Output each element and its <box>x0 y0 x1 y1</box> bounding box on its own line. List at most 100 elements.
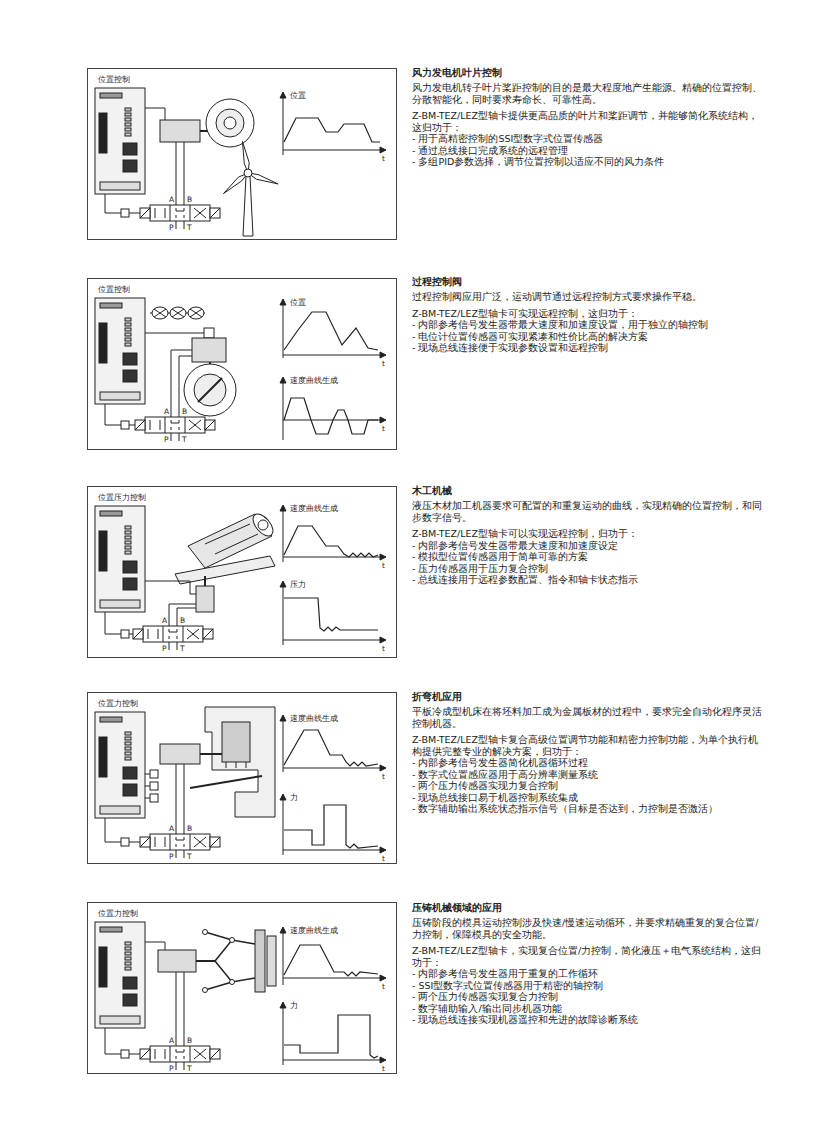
chart-axis <box>283 640 385 641</box>
pipe <box>176 1062 177 1070</box>
bullet-item: - 压力传感器用于压力复合控制 <box>412 563 762 575</box>
connector-box <box>121 209 129 217</box>
valve-divider <box>170 834 171 850</box>
card-led <box>125 338 131 341</box>
card-led <box>125 531 131 534</box>
cylinder <box>160 744 200 764</box>
port-label: T <box>181 435 188 444</box>
bullet-item: - 两个压力传感器实现力复合控制 <box>412 780 762 792</box>
pipe <box>184 142 185 205</box>
sensor-box <box>150 770 158 778</box>
valve-divider <box>183 626 184 642</box>
card-stripe <box>99 113 107 153</box>
valve-body <box>150 1046 210 1062</box>
bullet-item: - 内部参考信号发生器简化机器循环过程 <box>412 757 762 769</box>
card-led <box>125 551 131 554</box>
panel-box: 位置力控制 <box>87 692 397 864</box>
card-led <box>125 536 131 539</box>
axis-arrow <box>280 927 286 933</box>
port-label: A <box>168 195 175 204</box>
chart-curve <box>284 118 380 142</box>
body-text: 液压木材加工机器要求可配置的和重复运动的曲线，实现精确的位置控制，和同步数字信号… <box>412 500 762 523</box>
valve-arrow <box>194 208 206 218</box>
chart-axis-label: 速度曲线生成 <box>289 714 339 723</box>
pipe <box>171 433 172 441</box>
card-led <box>125 747 131 750</box>
solenoid <box>210 837 220 847</box>
valve-path <box>169 636 170 639</box>
piston-rod <box>204 576 206 586</box>
chart-curve <box>284 805 378 848</box>
port-label: B <box>186 195 193 204</box>
valve-divider <box>190 834 191 850</box>
bullet-item: - 内部参考信号发生器带最大速度和加速度设置，用于独立的轴控制 <box>412 319 762 331</box>
card-plug <box>123 143 137 155</box>
body-text: 风力发电机转子叶片桨距控制的目的是最大程度地产生能源。精确的位置控制、分散智能化… <box>412 82 762 105</box>
bullet-item: - 两个压力传感器实现复合力控制 <box>412 991 762 1003</box>
valve-arrow <box>148 629 149 639</box>
card-plug <box>123 561 137 573</box>
bullet-item: - 内部参考信号发生器用于重复的工作循环 <box>412 968 762 980</box>
axis-arrow <box>280 92 286 98</box>
axis-card <box>95 922 145 1028</box>
bullet-item: - 内部参考信号发生器带最大速度和加速度设定 <box>412 540 762 552</box>
card-led <box>125 333 131 336</box>
chart-axis-label: 速度曲线生成 <box>289 376 339 385</box>
card-label <box>100 303 122 308</box>
card-stripe <box>99 737 107 777</box>
toggle-link <box>215 940 255 961</box>
chart-axis <box>283 300 284 358</box>
blade <box>223 173 248 194</box>
valve-path <box>179 427 180 430</box>
chart-curve <box>284 945 378 976</box>
solenoid <box>210 208 220 218</box>
axis-unit-label: t <box>381 854 386 863</box>
panel-title: 位置压力控制 <box>98 493 146 503</box>
card-led <box>125 323 131 326</box>
cylinder <box>160 120 200 142</box>
toggle-link <box>205 982 232 990</box>
press-frame <box>205 707 275 817</box>
card-led <box>125 752 131 755</box>
signal-wire <box>105 404 135 425</box>
axis-arrow <box>380 147 386 153</box>
card-led <box>125 113 131 116</box>
pivot <box>230 980 235 985</box>
solenoid <box>205 420 215 430</box>
card-stripe <box>99 323 107 363</box>
port-label: P <box>163 435 170 444</box>
valve-arrow <box>194 1049 206 1059</box>
card-plug <box>123 160 137 172</box>
port-label: P <box>161 644 168 653</box>
section-heading: 木工机械 <box>412 485 762 497</box>
panel-title: 位置力控制 <box>98 909 138 919</box>
die-half <box>267 936 276 986</box>
valve-housing <box>184 364 236 416</box>
sensor-wire <box>145 798 150 799</box>
card-led <box>125 541 131 544</box>
valve-path <box>176 215 177 218</box>
card-led <box>125 962 131 965</box>
pipe <box>176 221 177 229</box>
solenoid <box>140 208 150 218</box>
port-label: T <box>186 1064 193 1073</box>
chart-axis <box>283 557 385 558</box>
solenoid <box>135 420 145 430</box>
axis-arrow <box>280 581 286 587</box>
chart-axis-label: 速度曲线生成 <box>289 926 339 935</box>
chart-axis <box>283 378 284 440</box>
panel-title: 位置控制 <box>98 75 130 85</box>
solenoid-mark <box>210 837 220 847</box>
port-label: B <box>179 616 186 625</box>
pivot <box>230 938 235 943</box>
valve-arrow <box>187 629 199 639</box>
port-label: A <box>168 1036 175 1045</box>
valve-body <box>143 626 203 642</box>
chart-axis <box>283 582 284 645</box>
pipe <box>184 850 185 858</box>
solenoid <box>210 1049 220 1059</box>
valve-divider <box>165 417 166 433</box>
pipe <box>184 1062 185 1070</box>
